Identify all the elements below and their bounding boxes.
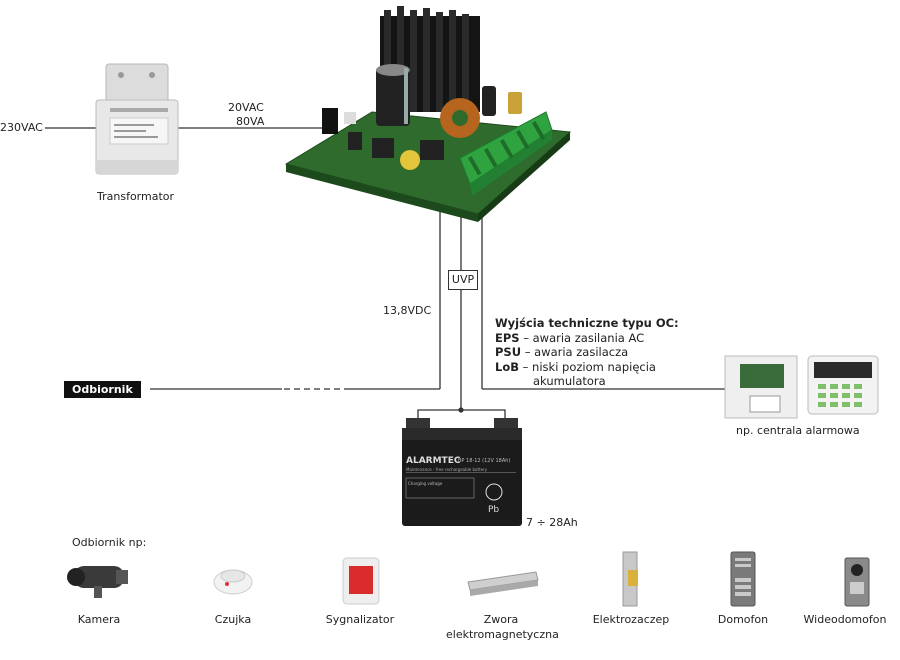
receivers-heading: Odbiornik np: xyxy=(72,536,147,549)
battery-capacity: 7 ÷ 28Ah xyxy=(526,516,578,529)
receiver-label: Czujka xyxy=(214,613,252,626)
oc-item-lob: LoB – niski poziom napięcia xyxy=(495,359,656,374)
battery-brand: ALARMTEC xyxy=(406,456,461,466)
oc-item-eps: EPS – awaria zasilania AC xyxy=(495,330,645,345)
transformer-power-label: 80VA xyxy=(236,115,265,128)
alarm-panel-icon xyxy=(724,355,879,419)
alarm-panel-label: np. centrala alarmowa xyxy=(736,424,860,437)
transformer-voltage-label: 20VAC xyxy=(228,101,264,114)
camera-icon xyxy=(67,566,128,598)
smoke-detector-icon xyxy=(213,569,253,595)
electromagnet-icon xyxy=(467,571,539,596)
dc-output-label: 13,8VDC xyxy=(383,304,432,317)
battery-charging: Charging voltage xyxy=(408,481,443,486)
transformer-label: Transformator xyxy=(97,190,175,203)
psu-board-icon xyxy=(284,6,572,222)
intercom-icon xyxy=(730,551,756,607)
receiver-label: Domofon xyxy=(717,613,769,626)
oc-item-psu: PSU – awaria zasilacza xyxy=(495,345,629,359)
battery-model: BP 18-12 (12V 18Ah) xyxy=(458,458,511,464)
oc-title: Wyjścia techniczne typu OC: xyxy=(495,316,679,330)
door-strike-icon xyxy=(622,551,638,607)
battery-icon xyxy=(402,418,522,526)
mains-label: 230VAC xyxy=(0,121,43,134)
siren-icon xyxy=(342,557,380,605)
video-intercom-icon xyxy=(844,557,870,607)
receiver-label: Elektrozaczep xyxy=(592,613,670,626)
receiver-label: Sygnalizator xyxy=(325,613,395,626)
receiver-tag: Odbiornik xyxy=(64,381,141,398)
oc-continuation: akumulatora xyxy=(533,374,606,388)
transformer-icon xyxy=(95,63,179,175)
battery-subtitle: Maintenance - free rechargeable battery xyxy=(406,467,488,472)
oc-outputs: Wyjścia techniczne typu OC: EPS – awaria… xyxy=(495,316,679,389)
receiver-label: Wideodomofon xyxy=(803,613,887,626)
receiver-label: Kamera xyxy=(77,613,121,626)
uvp-label: UVP xyxy=(448,270,478,290)
battery-pb: Pb xyxy=(488,505,500,515)
battery-terminal-wire xyxy=(417,409,506,428)
